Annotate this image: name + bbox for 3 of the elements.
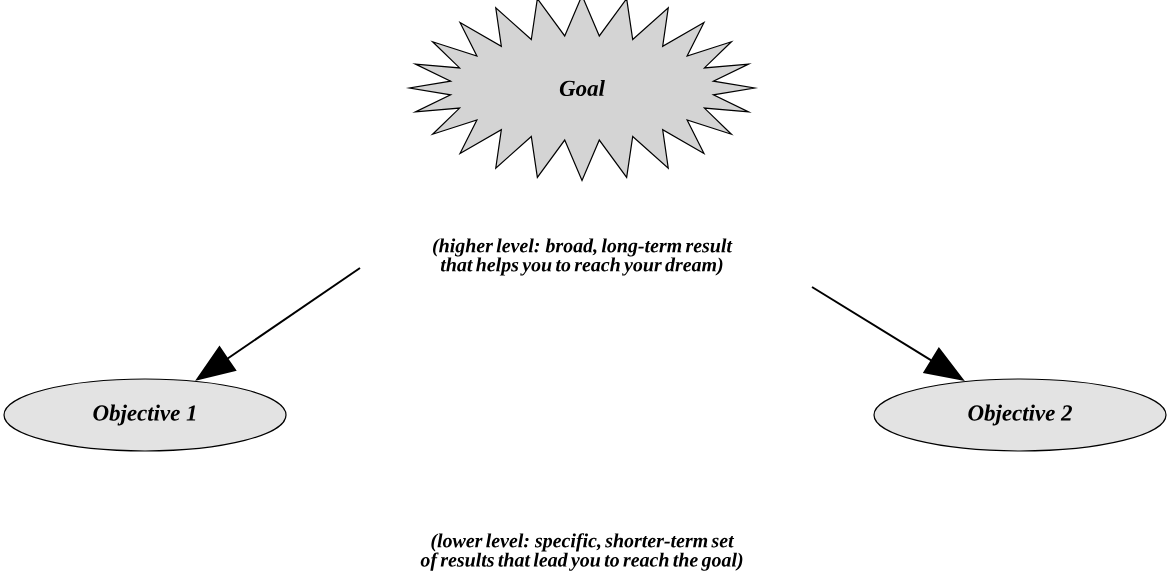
note: (lower level: specific, shorter-term set of results that lead you to reach the goal) — [420, 533, 743, 571]
starburst: Goal — [405, 0, 759, 183]
caption: (higher level: broad, long-term result that helps you to reach your dream) — [433, 238, 733, 276]
